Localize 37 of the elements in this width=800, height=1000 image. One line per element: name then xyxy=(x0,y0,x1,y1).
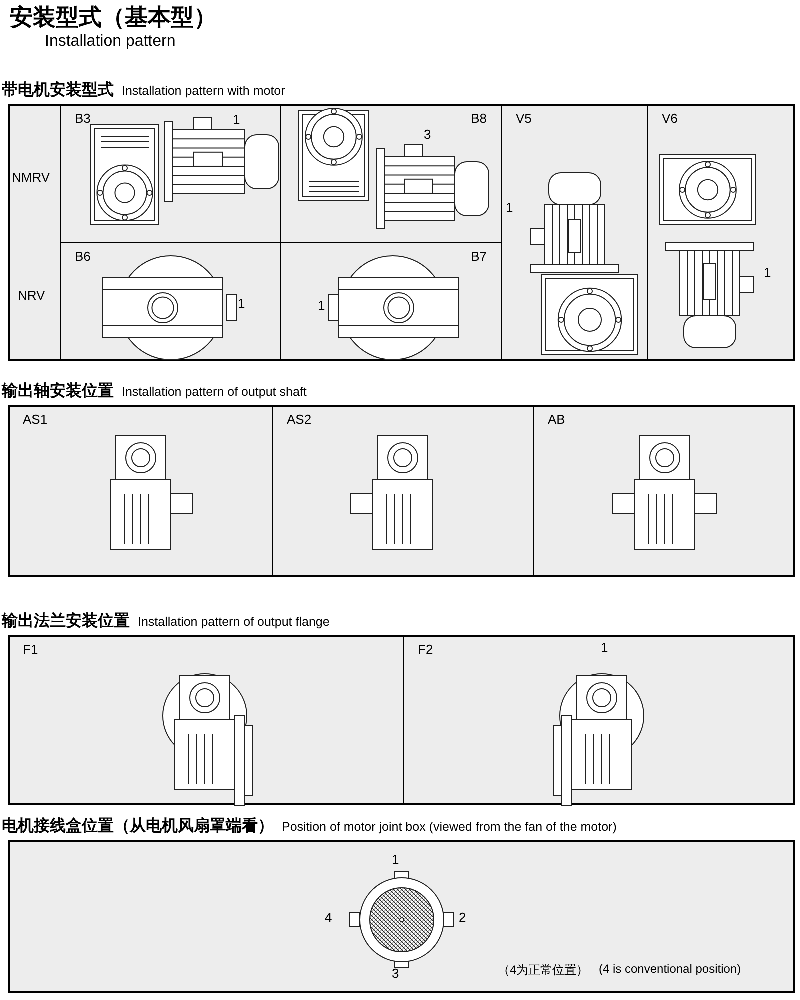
position-code: F2 xyxy=(418,642,434,657)
diagram-cell xyxy=(60,104,281,243)
section-heading: 输出法兰安装位置 xyxy=(2,613,130,630)
subtitle: Installation pattern xyxy=(45,33,176,51)
position-code: B8 xyxy=(471,111,487,126)
callout-number: 1 xyxy=(601,640,608,655)
note: (4 is conventional position) xyxy=(599,962,742,976)
position-code: AS2 xyxy=(287,412,312,427)
row-label: NRV xyxy=(18,288,46,303)
callout-number: 1 xyxy=(318,298,326,313)
position-code: B7 xyxy=(471,249,487,264)
callout-number: 3 xyxy=(424,127,432,142)
callout-number: 1 xyxy=(233,112,240,127)
section-heading: 电机接线盒位置（从电机风扇罩端看） xyxy=(2,818,274,835)
row-label: NMRV xyxy=(12,170,50,185)
position-code: AS1 xyxy=(23,412,48,427)
section-heading: 带电机安装型式 xyxy=(2,82,114,99)
position-code: V6 xyxy=(662,111,678,126)
position-code: AB xyxy=(548,412,566,427)
note: （4为正常位置） xyxy=(498,962,589,979)
section-subheading: Position of motor joint box (viewed from the fan of the motor) xyxy=(282,820,617,834)
section-heading: 输出轴安装位置 xyxy=(2,383,114,400)
callout-number: 2 xyxy=(459,910,466,925)
position-code: B3 xyxy=(75,111,91,126)
callout-number: 3 xyxy=(392,966,400,981)
section-subheading: Installation pattern with motor xyxy=(122,84,286,98)
position-code: F1 xyxy=(23,642,38,657)
callout-number: 1 xyxy=(238,296,246,311)
callout-number: 4 xyxy=(325,910,332,925)
callout-number: 1 xyxy=(506,200,514,215)
callout-number: 1 xyxy=(392,852,400,867)
callout-number: 1 xyxy=(764,265,772,280)
position-code: V5 xyxy=(516,111,532,126)
section-subheading: Installation pattern of output shaft xyxy=(122,385,307,399)
page-title: 安装型式（基本型） xyxy=(10,3,217,32)
position-code: B6 xyxy=(75,249,91,264)
section-subheading: Installation pattern of output flange xyxy=(138,615,330,629)
